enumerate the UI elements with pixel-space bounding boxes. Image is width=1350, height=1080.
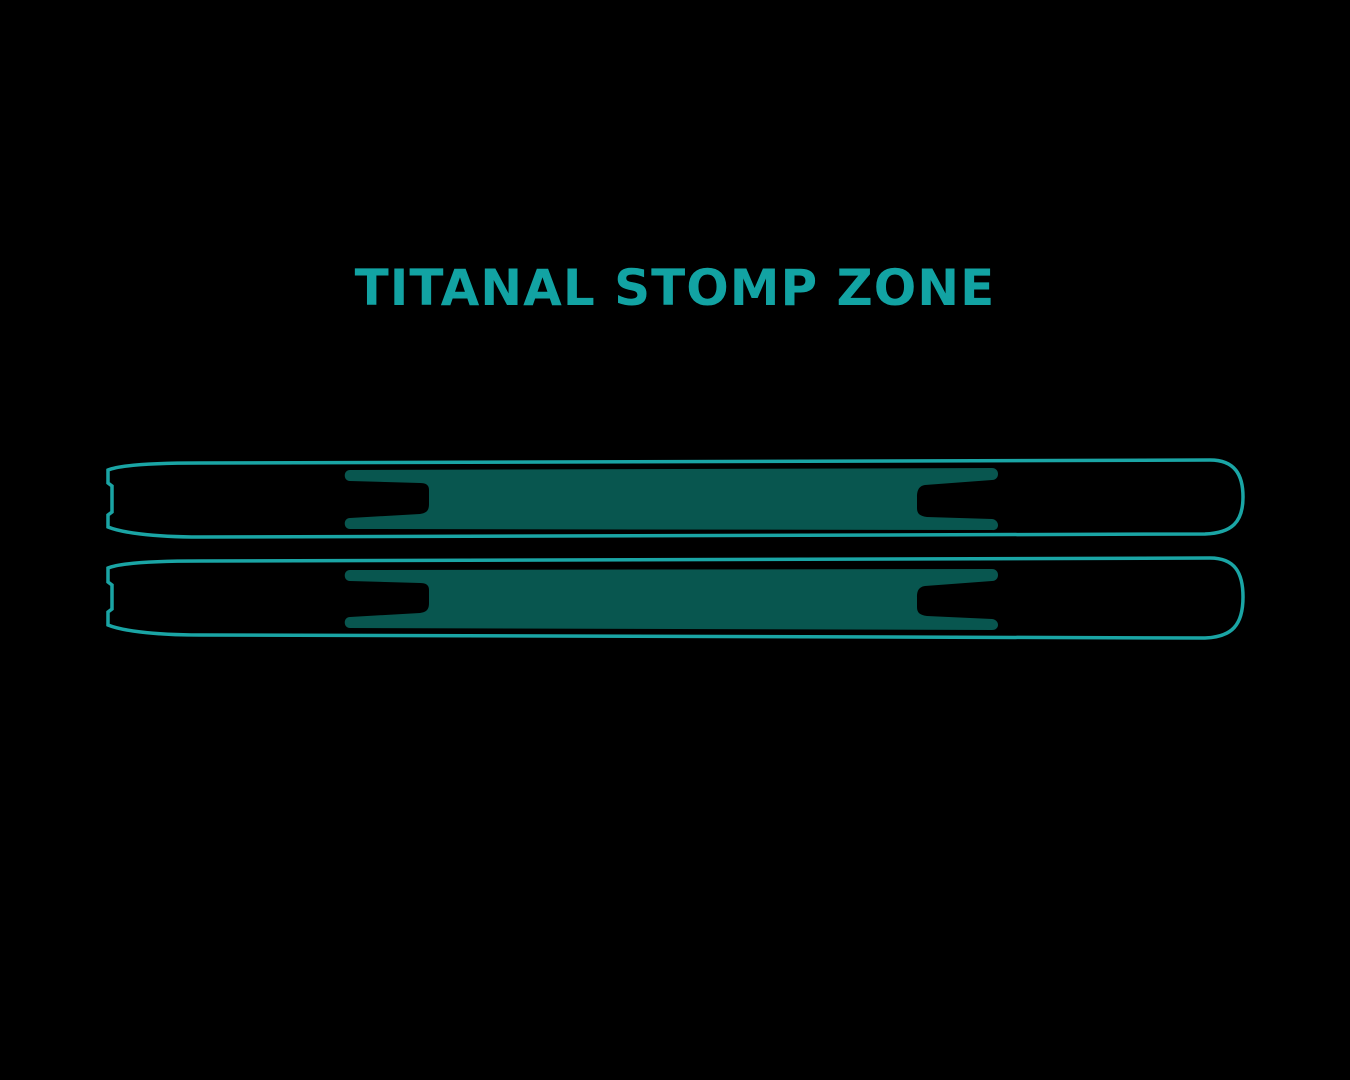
bottom-stomp-zone — [344, 569, 998, 630]
top-stomp-zone — [344, 468, 998, 531]
bottom-ski — [106, 556, 1245, 640]
top-ski-outline — [106, 458, 1245, 539]
diagram-title: TITANAL STOMP ZONE — [354, 259, 996, 317]
top-ski — [106, 458, 1245, 539]
bottom-ski-outline — [106, 556, 1245, 640]
